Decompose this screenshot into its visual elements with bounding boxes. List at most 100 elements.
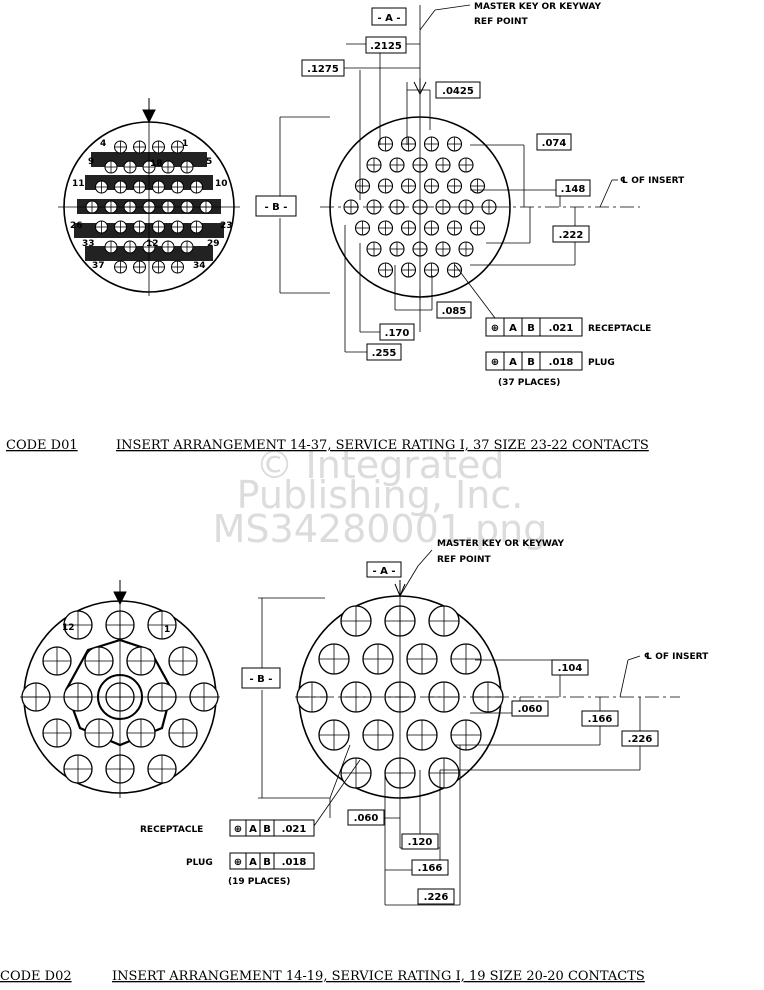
d01-face-contact [95,220,108,234]
d01-face-contact [114,180,127,194]
d02-contact [318,643,350,675]
d01-contact [377,220,394,236]
datum-a-ref: A [249,824,257,835]
d01-dim-148: .148 [561,184,586,195]
d01-face-num: 1 [182,139,188,149]
d01-contact [400,136,417,152]
d01-dimension-lines [279,4,618,353]
d01-face-num: 4 [100,139,106,149]
d01-contact [446,136,463,152]
d01-face-contact [123,240,137,254]
d01-dim-074: .074 [542,138,567,149]
d01-face-contact [171,220,184,234]
d02-face-contact [168,646,198,676]
d01-face-contact [133,260,146,274]
datum-b-ref: B [527,323,535,334]
d01-pattern-contacts [343,136,497,278]
d01-face-num: 34 [193,261,206,271]
d02-face-contact [147,754,177,784]
position-symbol: ⊕ [491,323,499,334]
d01-caption-code: CODE D01 [6,438,78,453]
d02-labels: - A - MASTER KEY OR KEYWAY REF POINT - B… [62,539,709,905]
d02-dim-104: .104 [558,663,583,674]
d01-contact [423,178,440,194]
d01-contact [400,178,417,194]
d01-places: (37 PLACES) [498,378,560,388]
d01-dim-222: .222 [559,230,584,241]
d02-caption-code: CODE D02 [0,969,72,984]
d01-face-contact [104,240,118,254]
datum-b-ref: B [263,824,271,835]
d02-receptacle-frame: RECEPTACLE ⊕ A B .021 [140,819,315,837]
d01-labels: - A - MASTER KEY OR KEYWAY REF POINT - B… [70,2,685,388]
d02-plug-frame: PLUG ⊕ A B .018 [186,852,315,870]
d01-face-contact [190,220,203,234]
d01-face-contact [152,140,165,154]
watermark: © Integrated Publishing, Inc. MS34280001… [213,443,548,551]
d02-contact [428,757,460,789]
watermark-line-2: Publishing, Inc. [237,473,524,517]
d01-contact [469,178,486,194]
d01-dim-170: .170 [385,328,410,339]
d01-face-num: 5 [206,157,212,167]
d02-face-contact [84,646,114,676]
d02-face-contact [63,610,93,640]
receptacle-label: RECEPTACLE [588,324,651,334]
d02-face-contact [168,718,198,748]
d02-contact [450,719,482,751]
d02-contact [428,605,460,637]
d01-face-num: 37 [92,261,105,271]
d01-face-contact [152,220,165,234]
d02-b-datum: - B - [250,674,273,685]
watermark-line-3: MS34280001.png [213,507,548,551]
d02-dim-226-bottom: .226 [424,892,449,903]
d01-contact [446,262,463,278]
d01-key-note-2: REF POINT [474,17,528,27]
d01-contact [389,241,405,257]
d01-receptacle-frame: ⊕ A B .021 RECEPTACLE [485,317,651,337]
d02-key-datum: - A - [372,566,395,577]
d01-contact [435,241,451,257]
position-symbol: ⊕ [234,824,242,835]
d01-face-num: 23 [220,221,233,231]
d01-contact [446,220,463,236]
d01-dim-1275: .1275 [307,64,339,75]
d02-key-note-1: MASTER KEY OR KEYWAY [437,539,565,549]
d01-face-contact [161,240,175,254]
d02-dim-120: .120 [408,837,433,848]
d01-contact [389,157,405,173]
d02-centerline-note: ℄ OF INSERT [644,652,709,662]
plug-label: PLUG [588,358,615,368]
tolerance: .018 [282,857,307,868]
d01-contact [423,136,440,152]
d02-dim-226-right: .226 [628,734,653,745]
d01-face-contact [171,140,184,154]
d02-contact [340,757,372,789]
d02-face-num: 12 [62,623,75,633]
tolerance: .018 [549,357,574,368]
d01-face-contact [114,220,127,234]
d02-face-contact [63,754,93,784]
position-symbol: ⊕ [234,857,242,868]
d01-face-contact [171,180,184,194]
d01-dim-255: .255 [372,348,397,359]
d02-dim-060-bottom: .060 [354,813,379,824]
d01-face-contact [161,160,175,174]
d01-face-contact [133,180,146,194]
plug-label: PLUG [186,858,213,868]
d01-centerline-note: ℄ OF INSERT [620,176,685,186]
d01-face-num: 26 [70,221,83,231]
d01-contact [377,178,394,194]
d02-places: (19 PLACES) [228,877,290,887]
d01-face-contact [171,260,184,274]
d02-face-contact [147,610,177,640]
d01-contact [446,178,463,194]
d01-contact [458,241,474,257]
d01-face-num: 18 [150,159,163,169]
d01-drawing [58,4,640,353]
d01-dim-085: .085 [442,306,467,317]
d01-key-datum: - A - [377,13,400,24]
d01-contact [354,178,371,194]
d01-contact [354,220,371,236]
